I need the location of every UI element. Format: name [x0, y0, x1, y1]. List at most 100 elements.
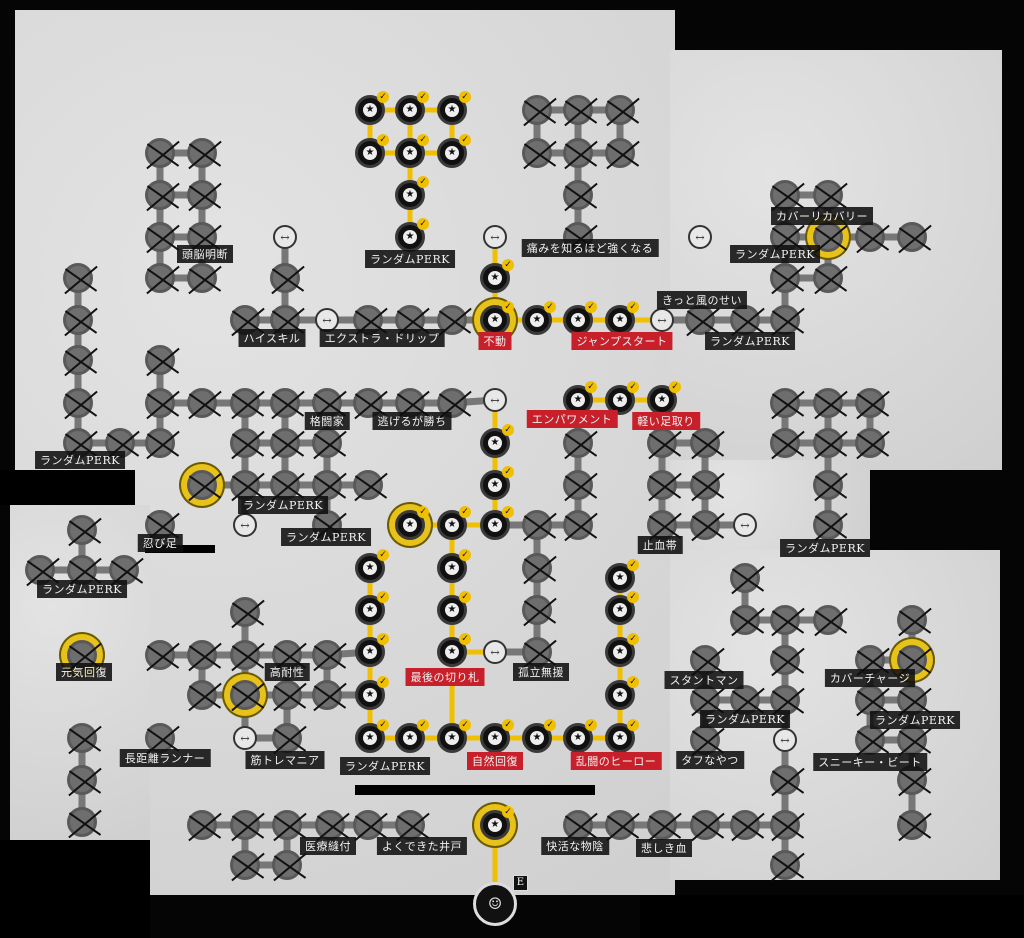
start-node[interactable]: ☺ E [473, 875, 528, 926]
locked-perk-node[interactable] [353, 388, 383, 418]
locked-perk-node[interactable] [770, 263, 800, 293]
locked-perk-node[interactable] [312, 428, 342, 458]
locked-perk-node[interactable] [685, 305, 715, 335]
locked-perk-node[interactable] [395, 810, 425, 840]
unlocked-perk-node[interactable]: ★✓ [355, 676, 389, 710]
junction-node[interactable]: ↔ [733, 513, 757, 537]
locked-perk-node[interactable] [770, 765, 800, 795]
locked-perk-node[interactable] [145, 428, 175, 458]
locked-perk-node[interactable] [187, 388, 217, 418]
locked-perk-node[interactable] [312, 680, 342, 710]
junction-node[interactable]: ↔ [483, 640, 507, 664]
locked-perk-node[interactable] [647, 428, 677, 458]
locked-perk-node[interactable] [813, 263, 843, 293]
locked-perk-node[interactable] [63, 345, 93, 375]
locked-perk-node[interactable] [563, 180, 593, 210]
locked-perk-node[interactable] [187, 180, 217, 210]
locked-perk-node[interactable] [272, 810, 302, 840]
locked-perk-node[interactable] [855, 388, 885, 418]
locked-perk-node[interactable] [770, 850, 800, 880]
locked-perk-node[interactable] [563, 428, 593, 458]
unlocked-perk-node[interactable]: ★✓ [355, 633, 389, 667]
locked-perk-node[interactable] [605, 138, 635, 168]
unlocked-perk-node[interactable]: ★✓ [355, 91, 389, 125]
locked-perk-node[interactable] [230, 388, 260, 418]
locked-perk-node[interactable] [690, 428, 720, 458]
locked-perk-node[interactable] [272, 680, 302, 710]
locked-perk-node[interactable] [855, 428, 885, 458]
unlocked-perk-node[interactable]: ★✓ [522, 719, 556, 753]
unlocked-perk-node[interactable]: ★✓ [395, 218, 429, 252]
locked-perk-node[interactable] [563, 95, 593, 125]
unlocked-perk-node[interactable]: ★✓ [355, 719, 389, 753]
locked-perk-node[interactable] [187, 810, 217, 840]
junction-node[interactable]: ↔ [233, 726, 257, 750]
locked-perk-node[interactable] [145, 640, 175, 670]
junction-node[interactable]: ↔ [688, 225, 712, 249]
locked-perk-node[interactable] [63, 305, 93, 335]
locked-perk-node[interactable] [67, 807, 97, 837]
locked-perk-node[interactable] [770, 388, 800, 418]
locked-perk-node[interactable] [897, 810, 927, 840]
unlocked-perk-node[interactable]: ★✓ [480, 301, 514, 335]
locked-perk-node[interactable] [730, 563, 760, 593]
locked-perk-node[interactable] [605, 810, 635, 840]
locked-perk-node[interactable] [353, 470, 383, 500]
locked-perk-node[interactable] [813, 180, 843, 210]
unlocked-perk-node[interactable]: ★✓ [605, 719, 639, 753]
unlocked-perk-node[interactable]: ★✓ [437, 91, 471, 125]
locked-perk-node[interactable] [855, 725, 885, 755]
locked-perk-node[interactable] [770, 428, 800, 458]
unlocked-perk-node[interactable]: ★✓ [395, 719, 429, 753]
unlocked-perk-node[interactable]: ★✓ [355, 591, 389, 625]
locked-perk-node[interactable] [690, 510, 720, 540]
unlocked-perk-node[interactable]: ★✓ [563, 719, 597, 753]
locked-perk-node[interactable] [897, 605, 927, 635]
locked-perk-node[interactable] [522, 95, 552, 125]
locked-perk-node[interactable] [897, 725, 927, 755]
locked-perk-node[interactable] [770, 645, 800, 675]
locked-perk-node[interactable] [187, 263, 217, 293]
locked-perk-node[interactable] [770, 605, 800, 635]
locked-perk-node[interactable] [437, 305, 467, 335]
junction-node[interactable]: ↔ [233, 513, 257, 537]
locked-perk-node[interactable] [230, 810, 260, 840]
unlocked-perk-node[interactable]: ★✓ [437, 719, 471, 753]
unlocked-perk-node[interactable]: ★✓ [437, 549, 471, 583]
locked-perk-node[interactable] [690, 645, 720, 675]
locked-perk-node[interactable] [272, 850, 302, 880]
unlocked-perk-node[interactable]: ★✓ [355, 134, 389, 168]
locked-perk-node[interactable] [145, 263, 175, 293]
unlocked-perk-node[interactable]: ★✓ [437, 633, 471, 667]
unlocked-perk-node[interactable]: ★✓ [605, 676, 639, 710]
locked-perk-node[interactable] [270, 428, 300, 458]
locked-perk-node[interactable] [312, 470, 342, 500]
locked-perk-node[interactable] [730, 305, 760, 335]
unlocked-perk-node[interactable]: ★✓ [437, 134, 471, 168]
unlocked-perk-node[interactable]: ★✓ [437, 506, 471, 540]
unlocked-perk-node[interactable]: ★✓ [480, 719, 514, 753]
locked-perk-node[interactable] [353, 810, 383, 840]
locked-perk-node[interactable] [770, 305, 800, 335]
locked-perk-node[interactable] [563, 138, 593, 168]
unlocked-perk-node[interactable]: ★✓ [395, 134, 429, 168]
unlocked-perk-node[interactable]: ★✓ [605, 381, 639, 415]
locked-perk-node[interactable] [230, 640, 260, 670]
locked-perk-node[interactable] [813, 470, 843, 500]
locked-perk-node[interactable] [730, 605, 760, 635]
locked-perk-node[interactable] [63, 263, 93, 293]
locked-perk-node[interactable] [897, 222, 927, 252]
unlocked-perk-node[interactable]: ★✓ [395, 91, 429, 125]
unlocked-perk-node[interactable]: ★✓ [480, 424, 514, 458]
unlocked-perk-node[interactable]: ★✓ [605, 559, 639, 593]
locked-perk-node[interactable] [270, 263, 300, 293]
locked-perk-node[interactable] [522, 510, 552, 540]
locked-perk-node[interactable] [770, 810, 800, 840]
locked-perk-node[interactable] [437, 388, 467, 418]
locked-perk-node[interactable] [187, 470, 217, 500]
locked-perk-node[interactable] [230, 680, 260, 710]
unlocked-perk-node[interactable]: ★✓ [355, 549, 389, 583]
junction-node[interactable]: ↔ [483, 388, 507, 412]
locked-perk-node[interactable] [315, 810, 345, 840]
unlocked-perk-node[interactable]: ★✓ [480, 466, 514, 500]
